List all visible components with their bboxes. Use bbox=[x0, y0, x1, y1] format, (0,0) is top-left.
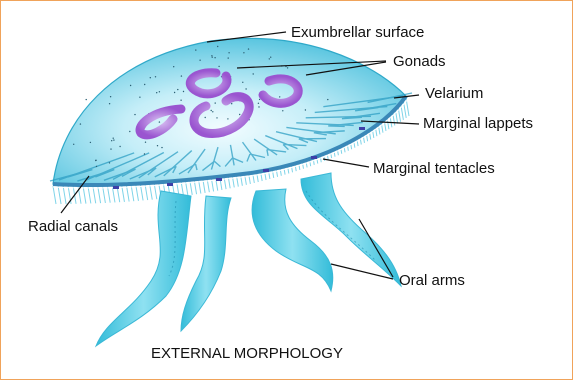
label-radial-canals: Radial canals bbox=[28, 218, 118, 235]
label-marginal-tentacles: Marginal tentacles bbox=[373, 160, 495, 177]
diagram-caption: EXTERNAL MORPHOLOGY bbox=[151, 345, 343, 362]
label-oral-arms: Oral arms bbox=[399, 272, 465, 289]
label-velarium: Velarium bbox=[425, 85, 483, 102]
label-gonads: Gonads bbox=[393, 53, 446, 70]
label-exumbrellar-surface: Exumbrellar surface bbox=[291, 24, 424, 41]
oral-arms bbox=[96, 173, 401, 346]
label-marginal-lappets: Marginal lappets bbox=[423, 115, 533, 132]
